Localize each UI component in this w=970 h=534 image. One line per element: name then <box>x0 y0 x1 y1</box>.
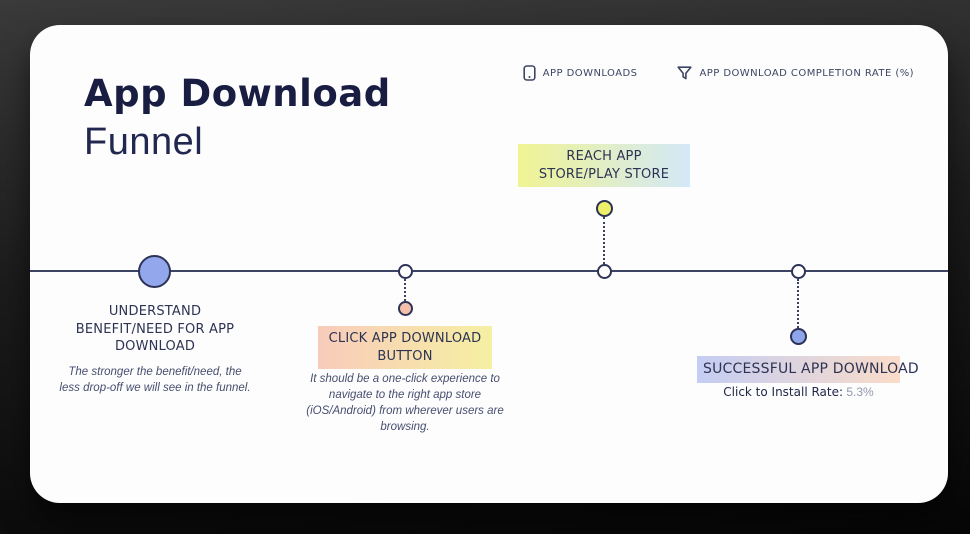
stage2-marker-dot <box>398 301 413 316</box>
page-title-line1: App Download <box>84 72 391 115</box>
funnel-card: App Download Funnel APP DOWNLOADS APP DO… <box>30 25 948 503</box>
stage4-axis-dot <box>791 264 806 279</box>
stat-value: 5.3% <box>846 385 874 399</box>
stage3-connector <box>603 217 605 264</box>
page-title: App Download Funnel <box>84 69 391 166</box>
legend-item-app-downloads: APP DOWNLOADS <box>523 65 638 81</box>
stage1-marker-dot <box>138 255 171 288</box>
legend-label: APP DOWNLOAD COMPLETION RATE (%) <box>699 67 914 79</box>
timeline-axis <box>30 270 948 272</box>
stage4-marker-dot <box>790 328 807 345</box>
stage3-marker-dot <box>596 200 613 217</box>
stage3-axis-dot <box>597 264 612 279</box>
stage2-title: CLICK APP DOWNLOAD BUTTON <box>318 326 492 370</box>
page-title-line2: Funnel <box>84 120 204 163</box>
stage1-title: UNDERSTAND BENEFIT/NEED FOR APP DOWNLOAD <box>75 304 235 355</box>
stage4-stat: Click to Install Rate: 5.3% <box>697 385 900 399</box>
funnel-icon <box>677 66 693 80</box>
legend: APP DOWNLOADS APP DOWNLOAD COMPLETION RA… <box>523 65 914 81</box>
stage2-description: It should be a one-click experience to n… <box>306 373 504 433</box>
smartphone-icon <box>523 65 536 81</box>
stage2-connector <box>404 279 406 301</box>
stage3-title: REACH APP STORE/PLAY STORE <box>518 144 690 188</box>
legend-label: APP DOWNLOADS <box>542 67 638 79</box>
stage4-title: SUCCESSFUL APP DOWNLOAD <box>697 356 919 383</box>
stat-label: Click to Install Rate: <box>723 385 844 399</box>
legend-item-completion-rate: APP DOWNLOAD COMPLETION RATE (%) <box>677 66 914 80</box>
stage1-description: The stronger the benefit/need, the less … <box>59 366 251 394</box>
stage4-connector <box>797 279 799 328</box>
stage2-axis-dot <box>398 264 413 279</box>
